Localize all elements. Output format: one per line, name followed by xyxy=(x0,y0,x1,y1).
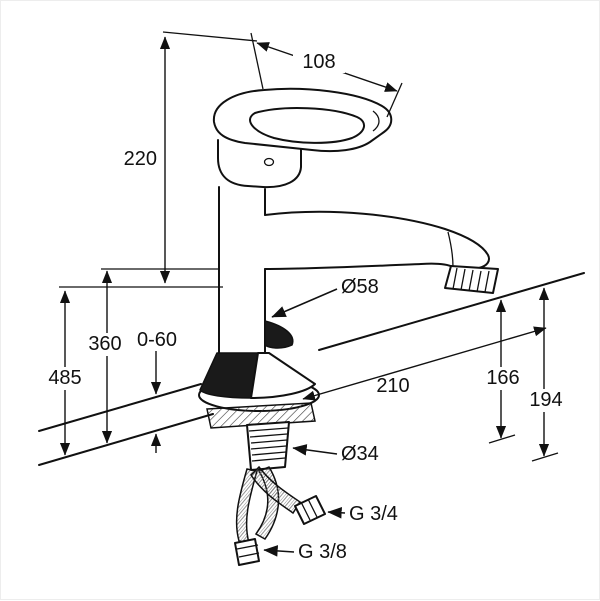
lever-handle xyxy=(212,87,393,153)
dim-label-spout-projection: 210 xyxy=(376,375,409,397)
g34-connector xyxy=(294,495,326,525)
dim-label-outlet-height: 166 xyxy=(486,367,519,389)
escutcheon-cone-left xyxy=(199,352,259,399)
leader-thread-small xyxy=(263,545,295,557)
spout xyxy=(264,210,499,294)
dim-label-shank-diameter: Ø34 xyxy=(341,443,379,465)
faucet-body xyxy=(218,186,294,354)
aerator xyxy=(444,265,499,294)
faucet xyxy=(198,87,499,566)
dim-label-deck-thickness-range: 0-60 xyxy=(137,329,177,351)
dim-label-installation-height: 360 xyxy=(88,333,121,355)
extension-line xyxy=(250,32,264,90)
supply-hoses xyxy=(234,465,326,566)
supply-hose xyxy=(250,465,302,515)
dimension-lines xyxy=(59,36,550,557)
cartridge-housing xyxy=(217,139,302,189)
dim-label-height-above-deck: 220 xyxy=(124,148,157,170)
dim-label-thread-small: G 3/8 xyxy=(298,541,347,563)
leader-thread-large xyxy=(327,507,346,519)
g38-connector xyxy=(234,538,260,566)
dimension-labels: 108 220 360 0-60 485 Ø58 210 166 194 Ø34… xyxy=(42,50,569,563)
extension-line xyxy=(162,31,258,42)
handle-loop-opening xyxy=(249,107,365,144)
body-shade xyxy=(264,320,294,349)
dim-label-overall-height: 485 xyxy=(48,367,81,389)
extension-tick xyxy=(488,434,516,444)
threaded-shank xyxy=(246,421,290,471)
leader-body-diameter xyxy=(271,288,338,318)
handle-screw xyxy=(263,157,275,167)
dim-label-lever-length: 108 xyxy=(302,51,335,73)
extension-line xyxy=(386,82,403,118)
counter-bottom-line xyxy=(38,413,214,466)
dim-label-thread-large: G 3/4 xyxy=(349,503,398,525)
leader-shank-diameter xyxy=(292,444,338,456)
dim-label-spout-height: 194 xyxy=(529,389,562,411)
extension-tick xyxy=(531,452,559,462)
dim-label-body-diameter: Ø58 xyxy=(341,276,379,298)
